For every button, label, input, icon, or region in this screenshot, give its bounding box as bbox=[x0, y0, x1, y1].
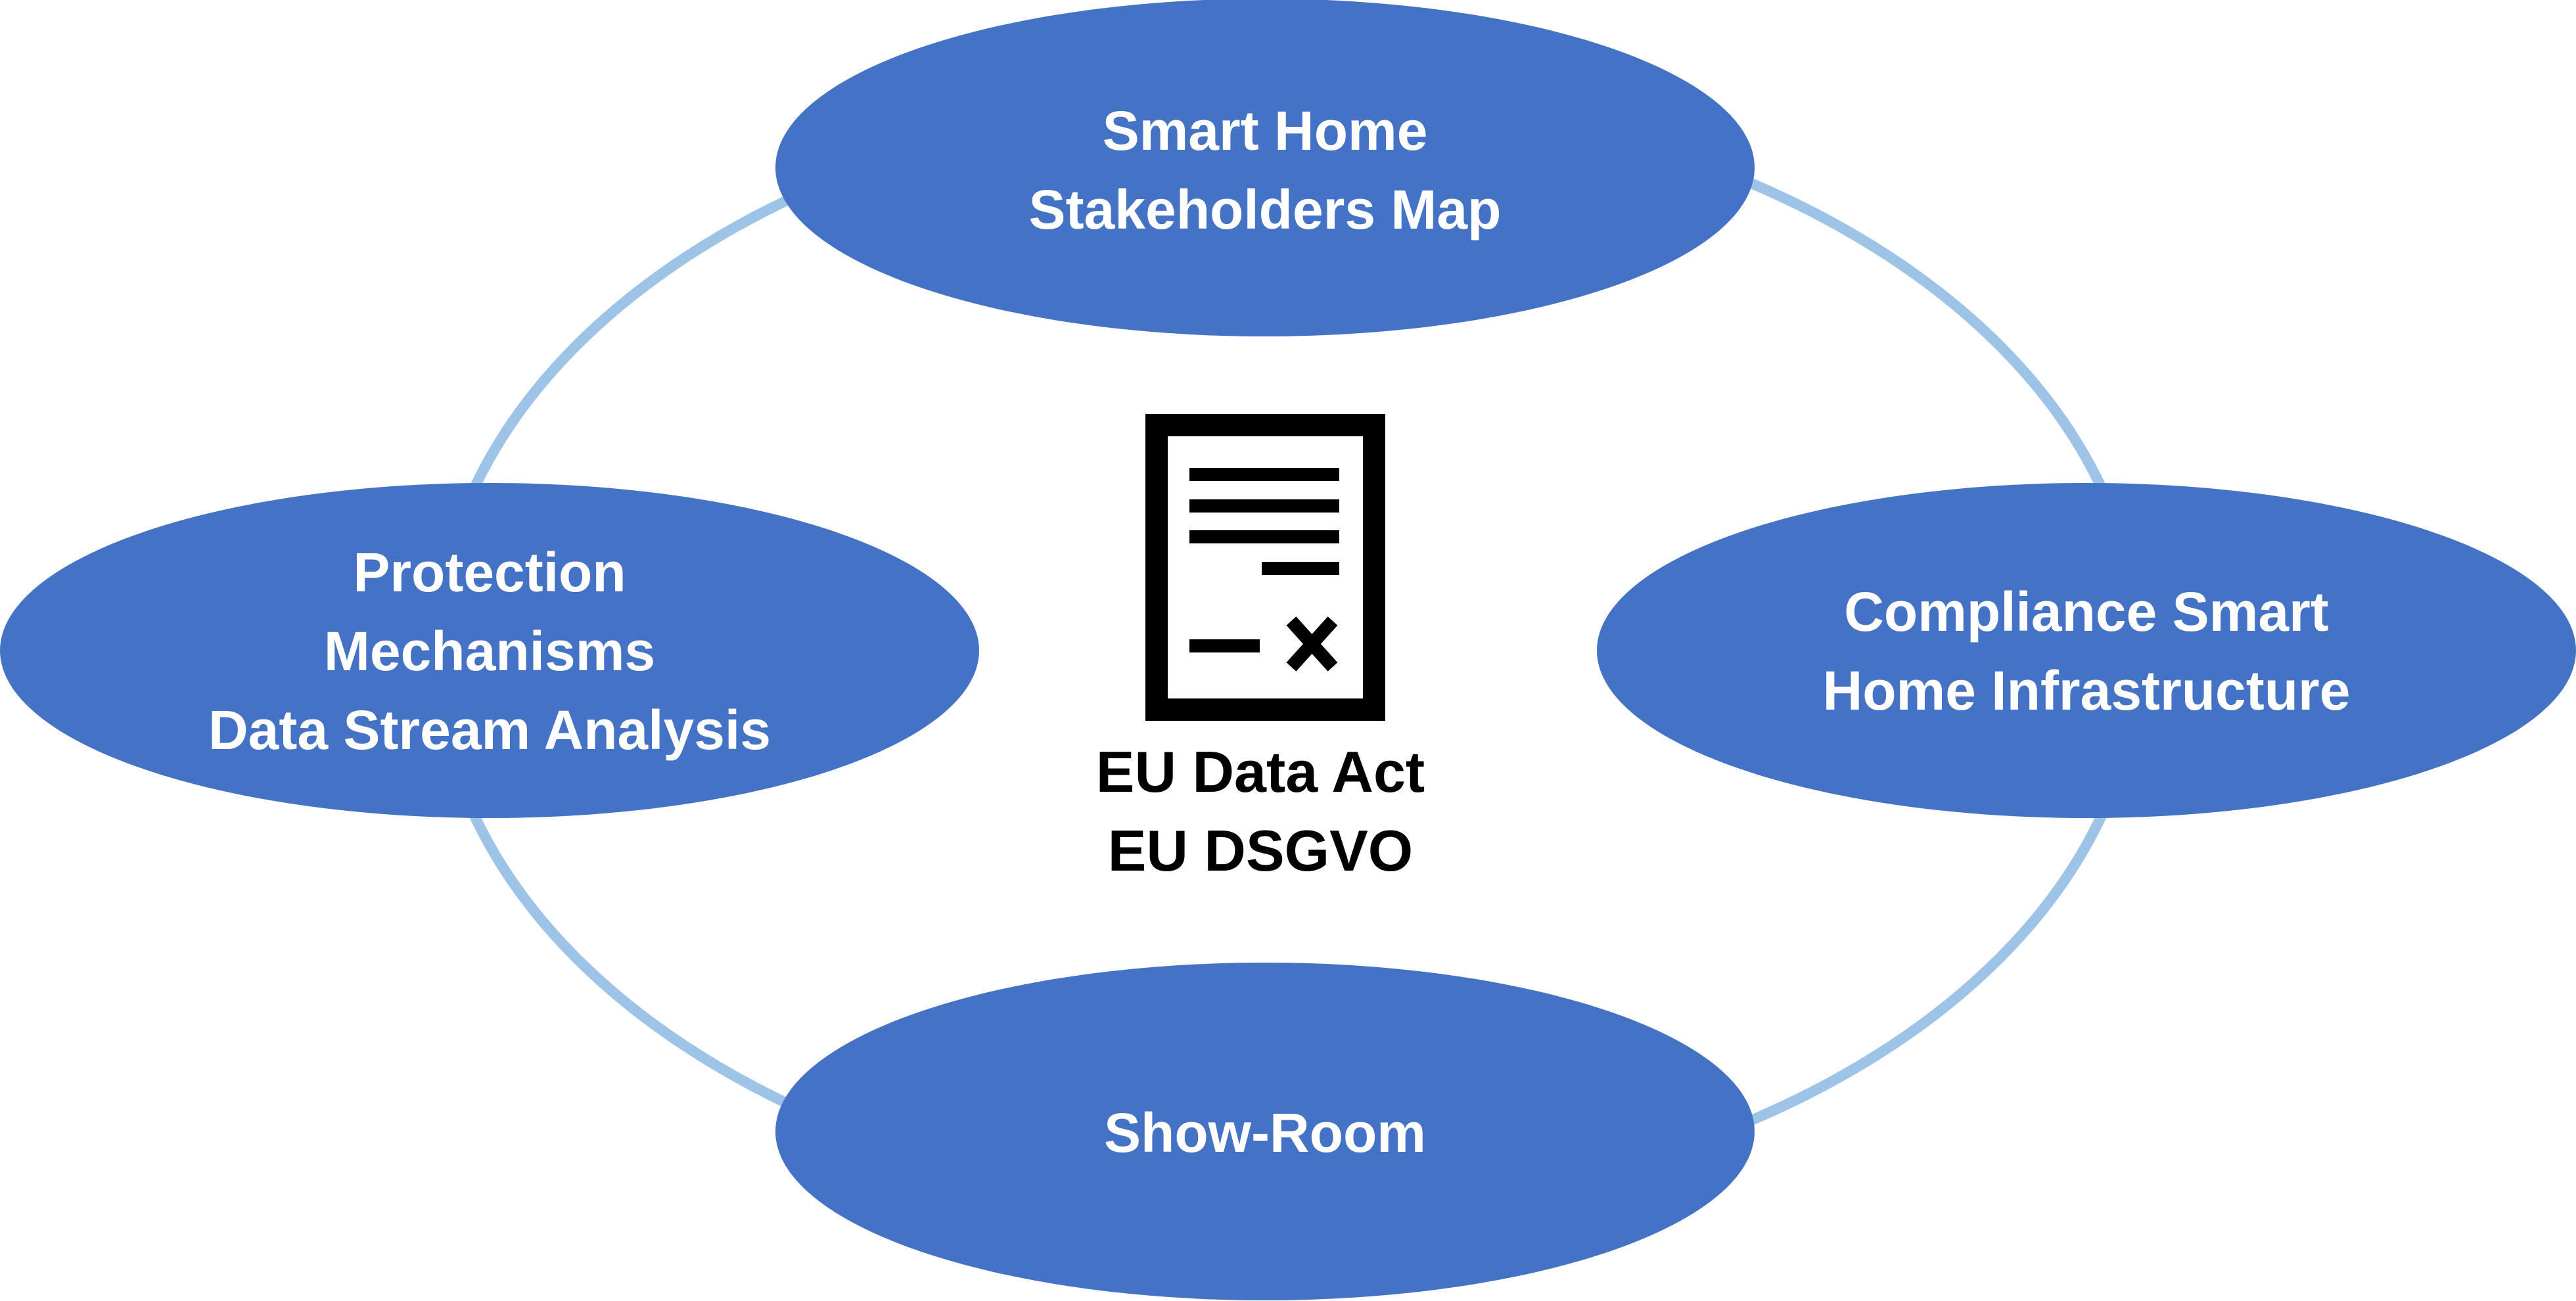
node-label-line: Show-Room bbox=[1104, 1102, 1426, 1164]
node-label-line: Compliance Smart bbox=[1844, 581, 2329, 643]
node-show-room: Show-Room bbox=[775, 963, 1755, 1300]
center-label-line: EU DSGVO bbox=[1108, 818, 1414, 883]
document-with-x-icon bbox=[1145, 414, 1385, 721]
node-shape bbox=[775, 963, 1755, 1300]
center-label-line: EU Data Act bbox=[1096, 739, 1425, 804]
node-label-line: Smart Home bbox=[1103, 100, 1428, 162]
node-compliance-infrastructure: Compliance Smart Home Infrastructure bbox=[1597, 483, 2576, 818]
node-label-line: Mechanisms bbox=[324, 620, 655, 682]
node-label-line: Protection bbox=[353, 541, 626, 603]
node-protection-mechanisms: Protection Mechanisms Data Stream Analys… bbox=[0, 483, 979, 818]
node-shape bbox=[1597, 483, 2576, 818]
node-shape bbox=[775, 0, 1755, 336]
node-label-line: Stakeholders Map bbox=[1029, 179, 1502, 240]
node-label-line: Data Stream Analysis bbox=[208, 699, 771, 761]
node-shape bbox=[0, 483, 979, 818]
node-stakeholders-map: Smart Home Stakeholders Map bbox=[775, 0, 1755, 336]
node-label-line: Home Infrastructure bbox=[1823, 660, 2351, 721]
